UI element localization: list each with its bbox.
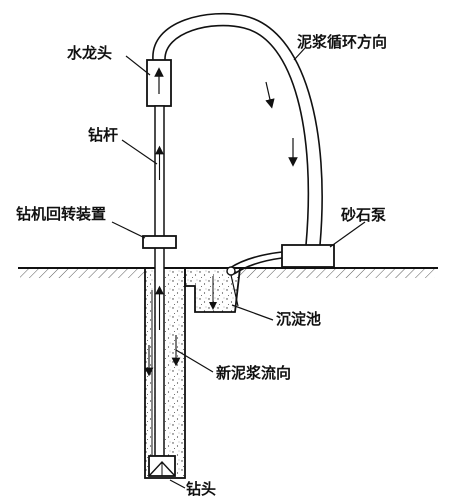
borehole xyxy=(144,267,186,479)
suction-pipe xyxy=(226,251,283,307)
drill-bit xyxy=(148,455,176,477)
leader-sand-pump xyxy=(329,221,366,248)
leader-mud-direction xyxy=(293,47,306,61)
label-sand-pump: 砂石泵 xyxy=(341,206,386,224)
new-mud-flow-arrows xyxy=(144,335,181,377)
sand-pump xyxy=(281,244,335,268)
settling-tank xyxy=(184,267,242,313)
label-settling-tank: 沉淀池 xyxy=(276,310,321,328)
label-faucet: 水龙头 xyxy=(67,44,112,62)
leader-faucet xyxy=(125,55,151,76)
leader-settling-tank xyxy=(231,304,274,321)
leader-rotary-device xyxy=(111,221,146,239)
label-drill-bit: 钻头 xyxy=(186,480,216,498)
label-new-mud-flow: 新泥浆流向 xyxy=(216,364,291,382)
leader-new-mud-flow xyxy=(175,349,214,373)
leader-lines xyxy=(111,47,366,489)
mud-return-hose xyxy=(152,12,323,246)
label-drill-rod: 钻杆 xyxy=(88,126,118,144)
leader-drill-bit xyxy=(169,479,186,489)
drill-rod xyxy=(154,105,165,457)
label-rotary-device: 钻机回转装置 xyxy=(16,205,106,223)
mud-direction-arrows xyxy=(265,81,298,167)
leader-drill-rod xyxy=(121,139,158,165)
rotary-device xyxy=(142,235,177,249)
label-mud-direction: 泥浆循环方向 xyxy=(297,33,387,51)
faucet xyxy=(146,59,172,107)
